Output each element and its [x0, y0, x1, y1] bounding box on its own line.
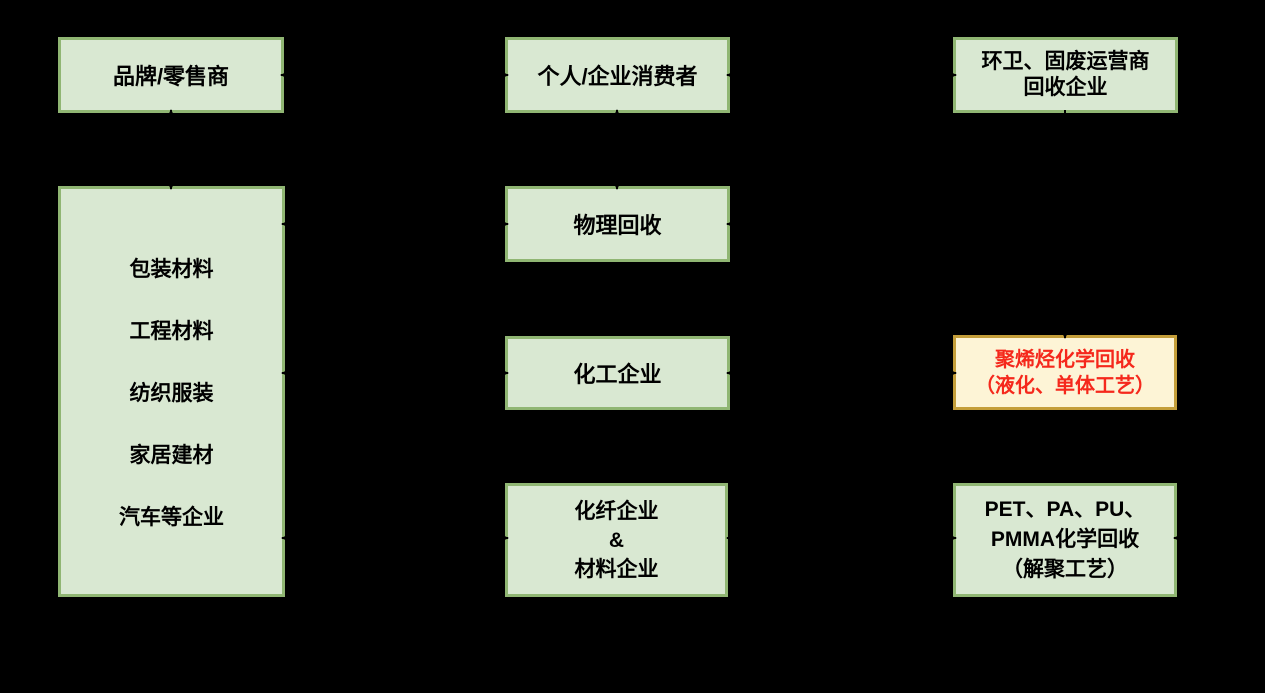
box-chemical-enterprise: 化工企业 [505, 336, 730, 410]
box-label: （解聚工艺） [1002, 558, 1128, 581]
box-brand-retailer: 品牌/零售商 [58, 37, 284, 113]
industry-item: 工程材料 [129, 319, 214, 343]
industry-item: 包装材料 [129, 257, 214, 281]
box-label: 环卫、固废运营商 [981, 50, 1150, 73]
box-physical-recycling: 物理回收 [505, 186, 730, 262]
box-label: （液化、单体工艺） [975, 374, 1155, 397]
industry-item: 汽车等企业 [119, 505, 224, 529]
box-label: 回收企业 [1023, 76, 1108, 99]
box-consumer: 个人/企业消费者 [505, 37, 730, 113]
box-label: 品牌/零售商 [112, 64, 230, 89]
box-label: PET、PA、PU、 [984, 498, 1146, 521]
box-label: 材料企业 [574, 557, 659, 581]
box-label: PMMA化学回收 [990, 528, 1140, 551]
box-fiber-material-enterprise: 化纤企业 & 材料企业 [505, 483, 728, 597]
box-waste-operator: 环卫、固废运营商 回收企业 [953, 37, 1178, 113]
industry-item: 家居建材 [129, 443, 214, 467]
arrow-lines-group [167, 71, 1236, 542]
box-label: 化纤企业 [574, 499, 659, 523]
box-downstream-industries: 包装材料 工程材料 纺织服装 家居建材 汽车等企业 [58, 186, 285, 597]
box-label: 个人/企业消费者 [537, 64, 698, 89]
box-label: 聚烯烃化学回收 [995, 348, 1135, 371]
box-label: 化工企业 [573, 362, 662, 387]
box-label: 物理回收 [573, 213, 662, 238]
box-polyolefin-chemical-recycling: 聚烯烃化学回收 （液化、单体工艺） [953, 335, 1177, 410]
box-label: & [608, 528, 625, 552]
box-pet-chemical-recycling: PET、PA、PU、 PMMA化学回收 （解聚工艺） [953, 483, 1177, 597]
industry-item: 纺织服装 [129, 381, 214, 405]
